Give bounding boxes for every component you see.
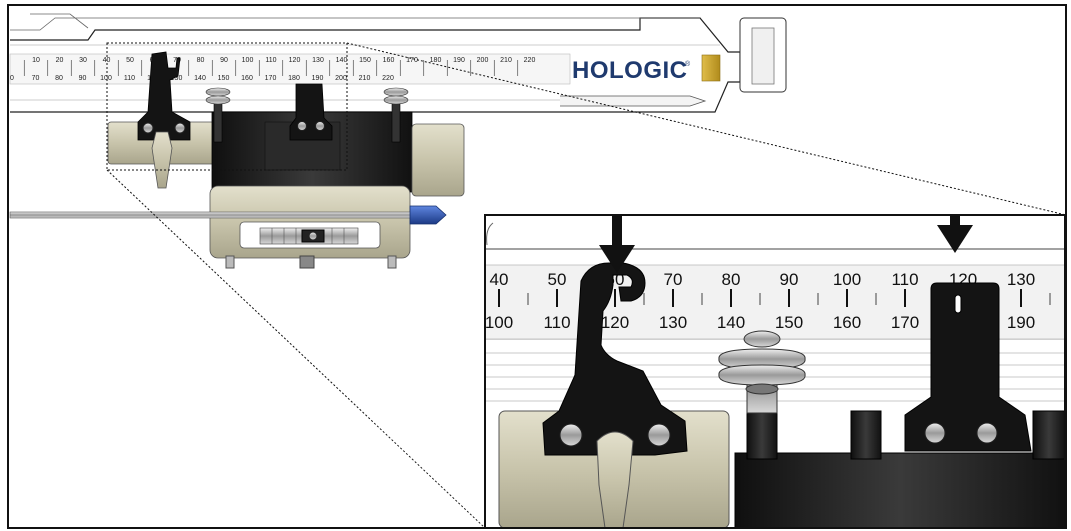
zoom-scale-label-upper: 70 xyxy=(664,270,683,289)
scale-label-lower: 220 xyxy=(382,75,394,82)
black-clip-left xyxy=(137,51,191,141)
screw-icon xyxy=(559,423,583,447)
lever-left xyxy=(151,131,173,189)
brand-gold-badge xyxy=(701,54,721,82)
inset-black-housing xyxy=(734,452,1065,528)
scale-label-upper: 200 xyxy=(477,57,489,64)
needle-shaft xyxy=(9,211,423,219)
zoom-scale-label-upper: 130 xyxy=(1007,270,1035,289)
scale-label-lower: 150 xyxy=(218,75,230,82)
scale-label-upper: 180 xyxy=(430,57,442,64)
scale-label-lower: 140 xyxy=(194,75,206,82)
down-arrow-icon xyxy=(599,215,635,273)
scale-label-upper: 120 xyxy=(289,57,301,64)
screw-icon xyxy=(142,122,154,134)
zoom-region-box xyxy=(106,42,348,171)
clip-slot xyxy=(954,294,962,314)
zoom-scale-label-lower: 140 xyxy=(717,313,745,332)
scale-label-upper: 30 xyxy=(79,57,87,64)
scale-label-lower: 100 xyxy=(100,75,112,82)
inset-black-clip-right xyxy=(904,282,1032,452)
inset-washer-post xyxy=(718,330,806,414)
zoom-scale-label-lower: 120 xyxy=(601,313,629,332)
zoom-scale-label-lower: 190 xyxy=(1007,313,1035,332)
zoom-scale-label-upper: 40 xyxy=(490,270,509,289)
zoom-scale-label-lower: 160 xyxy=(833,313,861,332)
scale-label-upper: 100 xyxy=(242,57,254,64)
zoom-scale-label-upper: 80 xyxy=(722,270,741,289)
screw-icon xyxy=(297,121,307,131)
scale-label-upper: 210 xyxy=(500,57,512,64)
scale-label-upper: 20 xyxy=(56,57,64,64)
scale-label-lower: 180 xyxy=(288,75,300,82)
zoom-inset: 4050607080901001101201301100110120130140… xyxy=(485,215,1065,528)
scale-label-lower: 0 xyxy=(10,75,14,82)
scale-label-lower: 170 xyxy=(265,75,277,82)
main-scale-band xyxy=(9,53,571,85)
main-device: 1020304050607080901001101201301401501601… xyxy=(9,13,787,269)
screw-icon xyxy=(647,423,671,447)
scale-label-lower: 210 xyxy=(359,75,371,82)
scale-label-upper: 110 xyxy=(265,57,276,64)
zoom-scale-label-upper: 90 xyxy=(780,270,799,289)
scale-label-lower: 90 xyxy=(79,75,87,82)
rail-needle xyxy=(560,95,707,107)
scale-label-upper: 160 xyxy=(383,57,395,64)
zoom-scale-label-lower: 100 xyxy=(485,313,513,332)
down-arrow-icon xyxy=(937,215,973,253)
zoom-connector-line xyxy=(106,169,486,529)
zoom-inset-border xyxy=(484,214,1066,529)
zoom-scale-label-lower: 130 xyxy=(659,313,687,332)
rail-end-cap-slot xyxy=(751,27,775,85)
scale-label-upper: 130 xyxy=(312,57,324,64)
carriage-foot xyxy=(299,255,315,269)
scale-label-upper: 90 xyxy=(220,57,228,64)
inset-black-post xyxy=(1032,410,1065,460)
zoom-scale-label-lower: 170 xyxy=(891,313,919,332)
scale-label-lower: 200 xyxy=(335,75,347,82)
zoom-scale-label-upper: 50 xyxy=(548,270,567,289)
scale-label-upper: 190 xyxy=(453,57,465,64)
khaki-block-right xyxy=(411,123,465,197)
inset-black-clip-left xyxy=(542,262,688,456)
scale-label-lower: 70 xyxy=(32,75,40,82)
scale-label-lower: 160 xyxy=(241,75,253,82)
zoom-scale-label-lower: 150 xyxy=(775,313,803,332)
scale-label-upper: 80 xyxy=(197,57,205,64)
screw-icon xyxy=(174,122,186,134)
inset-rail-curve xyxy=(486,222,494,246)
scale-label-upper: 170 xyxy=(406,57,418,64)
scale-label-lower: 130 xyxy=(171,75,183,82)
screw-icon xyxy=(924,422,946,444)
scale-label-lower: 80 xyxy=(55,75,63,82)
carriage-foot xyxy=(225,255,235,269)
blue-tip xyxy=(409,205,447,225)
inset-lever xyxy=(596,431,634,528)
inset-black-post xyxy=(850,410,882,460)
scale-label-lower: 110 xyxy=(124,75,135,82)
scale-label-upper: 140 xyxy=(336,57,348,64)
scale-label-lower: 190 xyxy=(312,75,324,82)
carriage-foot xyxy=(387,255,397,269)
zoom-scale-label-upper: 110 xyxy=(891,270,918,289)
zoom-connector-line xyxy=(346,42,1067,216)
scale-label-upper: 10 xyxy=(32,57,40,64)
scale-label-upper: 150 xyxy=(359,57,371,64)
inset-black-post xyxy=(746,410,778,460)
brand-registered-mark: ® xyxy=(685,60,691,68)
roller-knob xyxy=(259,227,359,245)
scale-label-upper: 50 xyxy=(126,57,134,64)
post-left xyxy=(205,87,231,143)
post-right xyxy=(383,87,409,143)
screw-icon xyxy=(315,121,325,131)
scale-label-upper: 220 xyxy=(524,57,536,64)
brand-name: HOLOGIC xyxy=(572,57,688,84)
screw-icon xyxy=(976,422,998,444)
rail-top-detail xyxy=(10,13,700,31)
zoom-scale-label-upper: 100 xyxy=(833,270,861,289)
zoom-scale-label-lower: 110 xyxy=(543,313,570,332)
